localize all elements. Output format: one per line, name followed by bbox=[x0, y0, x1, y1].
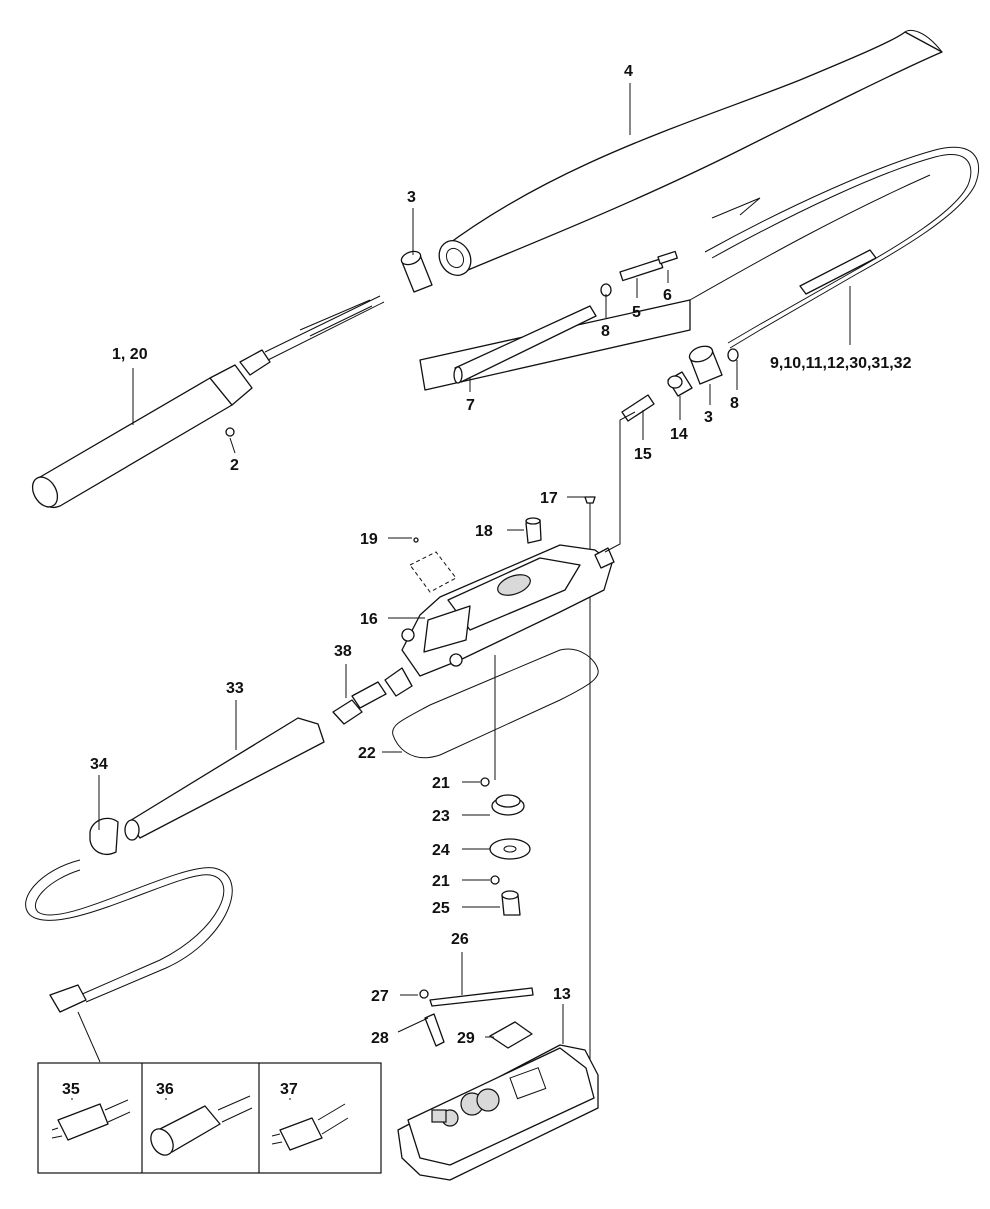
small-fittings bbox=[600, 250, 739, 362]
plug-36 bbox=[150, 1095, 253, 1156]
callout-27: 27 bbox=[371, 988, 389, 1005]
callout-2: 2 bbox=[230, 457, 239, 474]
callout-4: 4 bbox=[624, 63, 633, 80]
cap-part bbox=[525, 517, 542, 544]
control-housing-part bbox=[384, 411, 636, 697]
switch-stack-parts bbox=[480, 655, 531, 916]
callout-37: 37 bbox=[280, 1081, 298, 1098]
callout-38: 38 bbox=[334, 643, 352, 660]
callout-3: 3 bbox=[407, 189, 416, 206]
callout-36: 36 bbox=[156, 1081, 174, 1098]
power-cable bbox=[25, 859, 233, 1063]
callout-labels: 4 3 6 5 8 9,10,11,12,30,31,32 3 8 14 7 1… bbox=[62, 63, 912, 1098]
cable-assembly-part bbox=[704, 146, 980, 349]
callout-8b: 8 bbox=[730, 395, 739, 412]
callout-19: 19 bbox=[360, 531, 378, 548]
vibrator-head-part bbox=[31, 295, 385, 508]
callout-1-20: 1, 20 bbox=[112, 346, 148, 363]
callout-34: 34 bbox=[90, 756, 108, 773]
base-housing-part bbox=[397, 1044, 599, 1181]
callout-21: 21 bbox=[432, 775, 450, 792]
ferrule-part bbox=[400, 250, 723, 385]
callout-13: 13 bbox=[553, 986, 571, 1003]
callout-16: 16 bbox=[360, 611, 378, 628]
cable-sleeve-part bbox=[124, 717, 325, 841]
callout-23: 23 bbox=[432, 808, 450, 825]
callout-35: 35 bbox=[62, 1081, 80, 1098]
callout-6: 6 bbox=[663, 287, 672, 304]
callout-17: 17 bbox=[540, 490, 558, 507]
callout-28: 28 bbox=[371, 1030, 389, 1047]
callout-21b: 21 bbox=[432, 873, 450, 890]
callout-3b: 3 bbox=[704, 409, 713, 426]
callout-22: 22 bbox=[358, 745, 376, 762]
plug-35 bbox=[51, 1099, 131, 1141]
callout-8: 8 bbox=[601, 323, 610, 340]
callout-29: 29 bbox=[457, 1030, 475, 1047]
cable-fitting-part bbox=[332, 681, 387, 725]
inner-tube-part bbox=[419, 299, 691, 391]
callout-18: 18 bbox=[475, 523, 493, 540]
plug-37 bbox=[271, 1103, 349, 1151]
callout-25: 25 bbox=[432, 900, 450, 917]
gasket-part bbox=[392, 648, 599, 759]
leader-lines bbox=[71, 83, 851, 1100]
callout-26: 26 bbox=[451, 931, 469, 948]
callout-14: 14 bbox=[670, 426, 688, 443]
callout-33: 33 bbox=[226, 680, 244, 697]
callout-24: 24 bbox=[432, 842, 450, 859]
flexible-hose-part bbox=[438, 29, 943, 276]
plug-variants-box bbox=[37, 1062, 382, 1174]
capacitor-board-parts bbox=[419, 987, 534, 1049]
callout-7: 7 bbox=[466, 397, 475, 414]
callout-5: 5 bbox=[632, 304, 641, 321]
clamp-part bbox=[89, 817, 119, 855]
label-part bbox=[409, 537, 457, 593]
inner-shaft-line bbox=[689, 174, 931, 301]
callout-9-32: 9,10,11,12,30,31,32 bbox=[770, 355, 912, 372]
callout-15: 15 bbox=[634, 446, 652, 463]
